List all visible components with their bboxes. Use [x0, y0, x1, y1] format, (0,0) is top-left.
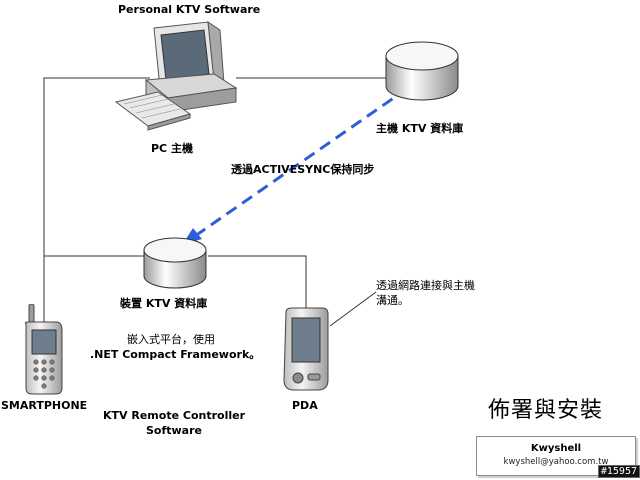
database-cylinder-icon: [143, 237, 207, 289]
author-box: Kwyshell kwyshell@yahoo.com.tw: [476, 436, 636, 476]
platform-annotation-line2: .NET Compact Framework。: [90, 348, 261, 361]
desktop-computer-icon: [114, 20, 238, 131]
database-cylinder-icon: [385, 41, 459, 101]
smartphone-label: SMARTPHONE: [1, 399, 88, 412]
author-email: kwyshell@yahoo.com.tw: [503, 457, 609, 467]
remote-software-line1: KTV Remote Controller: [103, 409, 245, 422]
platform-annotation-line1: 嵌入式平台，使用: [127, 333, 215, 346]
remote-software-line2: Software: [146, 424, 202, 437]
pc-software-title: Personal KTV Software: [118, 3, 261, 16]
smartphone-icon: [24, 304, 63, 395]
author-name: Kwyshell: [530, 443, 582, 454]
watermark-id: #15957: [597, 465, 640, 478]
sync-annotation: 透過ACTIVESYNC保持同步: [231, 163, 375, 176]
network-callout-line: [329, 291, 377, 327]
pda-label: PDA: [292, 399, 318, 412]
host-db-label: 主機 KTV 資料庫: [376, 122, 464, 135]
network-annotation-line2: 溝通。: [376, 294, 409, 307]
device-db-label: 裝置 KTV 資料庫: [120, 297, 208, 310]
pc-label: PC 主機: [151, 142, 193, 155]
pc-wire-left: [43, 77, 150, 372]
diagram-title: 佈署與安裝: [488, 398, 604, 423]
device-db-to-pda-wire: [44, 255, 307, 312]
pda-icon: [283, 307, 329, 391]
network-annotation-line1: 透過網路連接與主機: [376, 279, 475, 292]
